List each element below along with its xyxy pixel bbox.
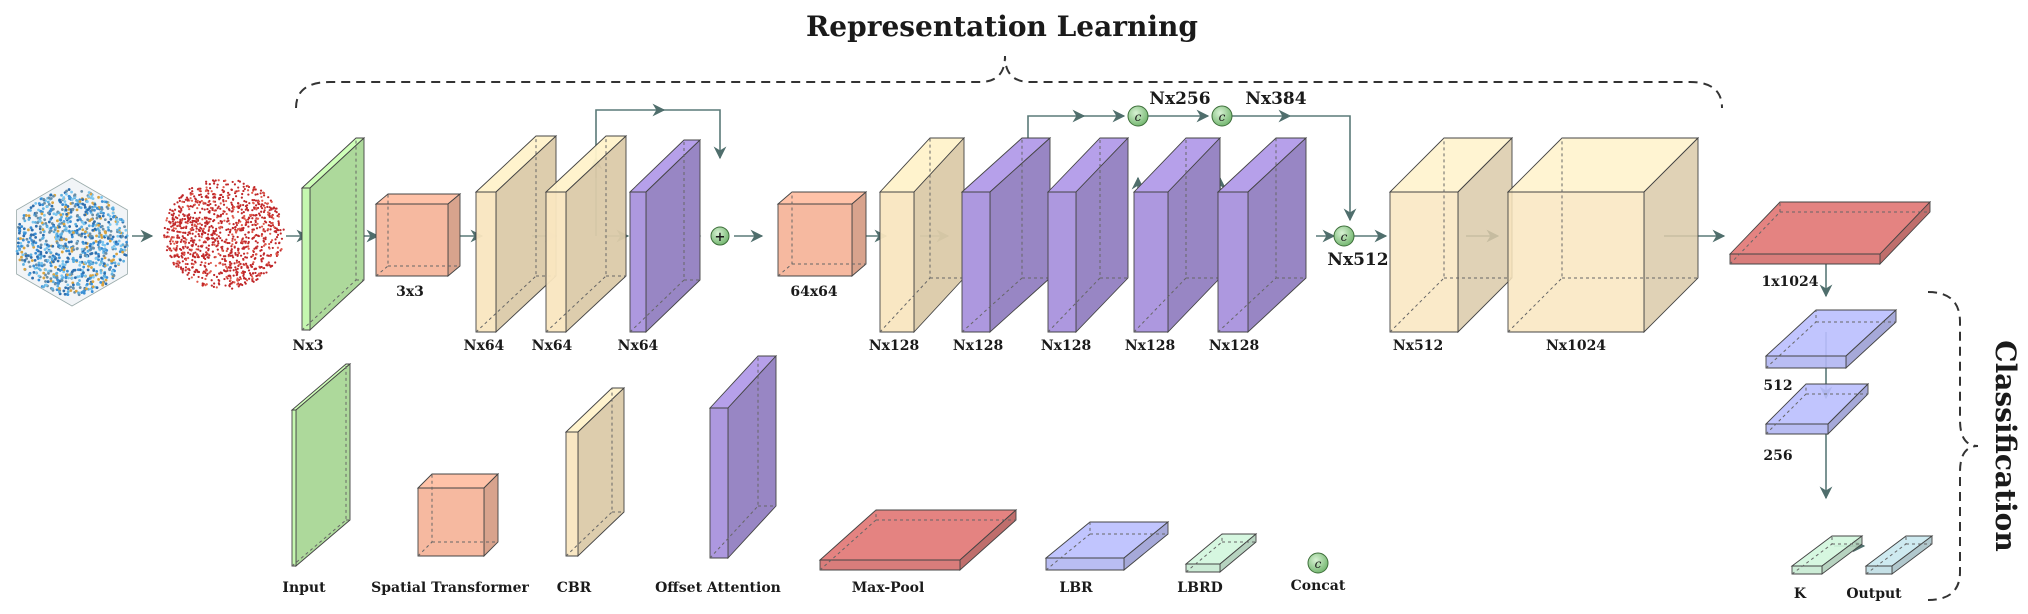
representation-brace [295,55,1723,109]
legend-lbr-icon [1044,521,1170,571]
offset-attention-block-nx128-3 [1132,136,1222,334]
label-oa-nx128-2: Nx128 [1041,338,1091,354]
legend-label-lbrd: LBRD [1177,580,1222,596]
legend-lbrd-icon [1184,533,1258,573]
svg-text:c: c [1135,110,1142,124]
lbr-block-256 [1764,382,1870,436]
classification-title: Classification [1989,340,2022,551]
cbr-block-nx128 [878,136,966,334]
label-output: Output [1846,586,1902,602]
legend-input-icon [290,363,352,567]
offset-attention-block-nx128-2 [1046,136,1130,334]
concat-node-256: c [1127,105,1149,127]
legend-spatial-icon [416,472,500,558]
diagram-title: Representation Learning [806,10,1198,43]
label-concat-nx512: Nx512 [1327,250,1388,270]
label-maxpool-1x1024: 1x1024 [1761,274,1818,290]
add-node: + [710,226,730,246]
cbr-block-nx64-2 [544,134,628,334]
legend-label-spatial: Spatial Transformer [371,580,529,596]
legend-label-offset-attention: Offset Attention [655,580,781,596]
label-cbr-nx64-2: Nx64 [532,338,573,354]
label-oa-nx128-3: Nx128 [1125,338,1175,354]
offset-attention-block-nx64 [628,138,702,334]
legend-offset-attention-icon [708,354,778,560]
offset-attention-block-nx128-1 [960,136,1052,334]
cbr-block-nx64-1 [474,134,558,334]
offset-attention-block-nx128-4 [1216,136,1308,334]
label-cbr-nx1024: Nx1024 [1546,338,1606,354]
maxpool-block [1728,200,1932,266]
cbr-block-nx1024 [1506,136,1700,334]
label-oa-nx128-1: Nx128 [953,338,1003,354]
legend-label-maxpool: Max-Pool [852,580,925,596]
legend-label-input: Input [282,580,326,596]
label-spatial-3x3: 3x3 [396,284,424,300]
lbrd-block-k [1790,535,1864,575]
lbr-block-512 [1764,308,1898,370]
svg-text:c: c [1341,230,1348,244]
point-cloud-input-image [15,177,129,307]
spatial-transformer-block-64 [776,191,868,277]
cbr-block-nx512 [1388,136,1514,334]
label-spatial-64x64: 64x64 [790,284,838,300]
label-oa-nx64: Nx64 [618,338,659,354]
label-cbr-nx128: Nx128 [869,338,919,354]
concat-node-512: c [1333,225,1355,247]
label-oa-nx128-4: Nx128 [1209,338,1259,354]
svg-text:c: c [1315,557,1322,571]
legend-label-concat: Concat [1291,578,1346,594]
label-cbr-nx512: Nx512 [1393,338,1443,354]
label-lbrd-k: K [1794,586,1807,602]
input-layer [300,136,366,332]
legend-maxpool-icon [818,508,1018,572]
label-lbr-256: 256 [1763,448,1792,464]
label-input-nx3: Nx3 [293,338,324,354]
classification-brace [1927,291,1979,601]
legend-label-cbr: CBR [557,580,592,596]
legend-cbr-icon [564,386,626,558]
svg-text:c: c [1219,110,1226,124]
svg-text:+: + [715,230,726,245]
output-block [1864,535,1934,575]
concat-node-384: c [1211,105,1233,127]
spatial-transformer-block [374,193,462,277]
label-concat-nx384: Nx384 [1245,89,1306,109]
label-concat-nx256: Nx256 [1149,89,1210,109]
legend-label-lbr: LBR [1059,580,1093,596]
point-cloud-red-image [163,179,285,290]
label-lbr-512: 512 [1763,378,1792,394]
legend-concat-icon: c [1307,552,1329,574]
label-cbr-nx64-1: Nx64 [464,338,505,354]
